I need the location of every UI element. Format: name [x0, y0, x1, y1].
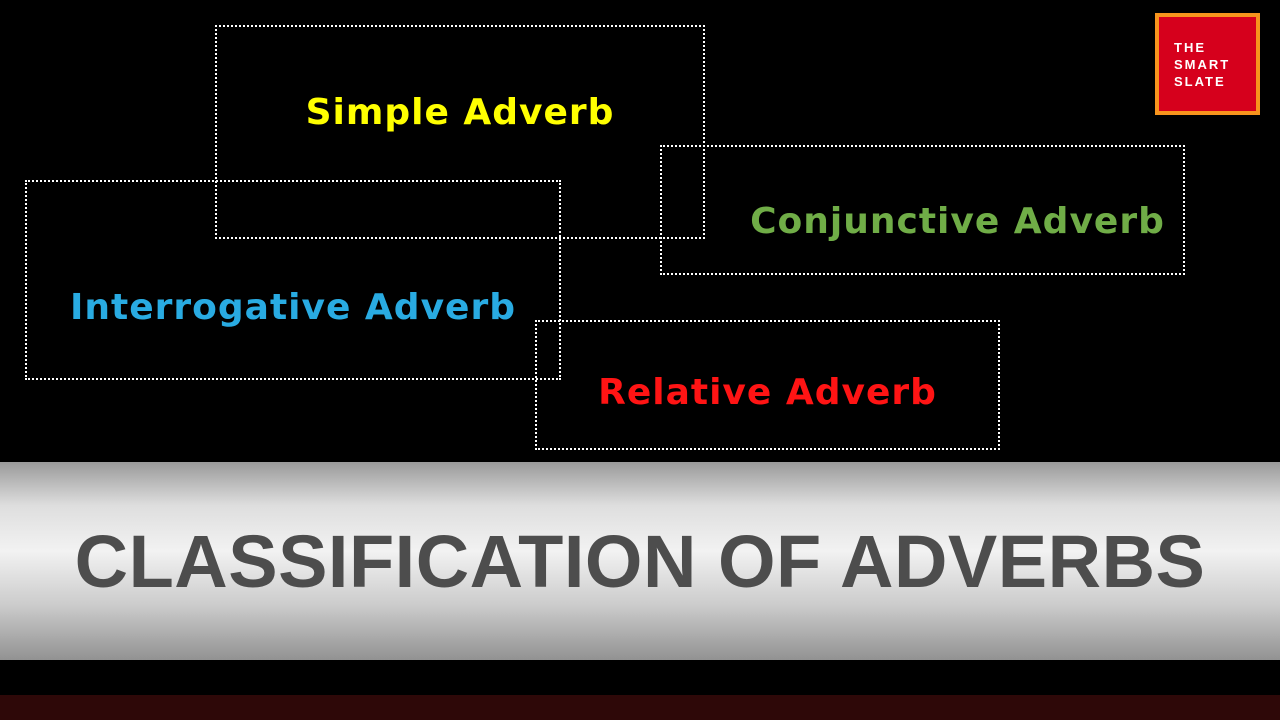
simple-adverb-label: Simple Adverb: [305, 91, 615, 133]
interrogative-adverb-label: Interrogative Adverb: [70, 286, 516, 328]
smart-slate-logo: THE SMART SLATE: [1155, 13, 1260, 115]
logo-text-line-3: SLATE: [1174, 73, 1226, 89]
logo-text-line-2: SMART: [1174, 56, 1231, 72]
conjunctive-adverb-box: Conjunctive Adverb: [660, 145, 1185, 275]
logo-text-line-1: THE: [1174, 39, 1206, 55]
page-title: CLASSIFICATION OF ADVERBS: [74, 519, 1206, 603]
conjunctive-adverb-label: Conjunctive Adverb: [750, 200, 1165, 242]
relative-adverb-box: Relative Adverb: [535, 320, 1000, 450]
simple-adverb-box: Simple Adverb: [215, 25, 705, 239]
relative-adverb-label: Relative Adverb: [598, 371, 937, 413]
interrogative-adverb-box: Interrogative Adverb: [25, 180, 561, 380]
title-banner: CLASSIFICATION OF ADVERBS: [0, 462, 1280, 660]
bottom-accent-bar: [0, 695, 1280, 720]
